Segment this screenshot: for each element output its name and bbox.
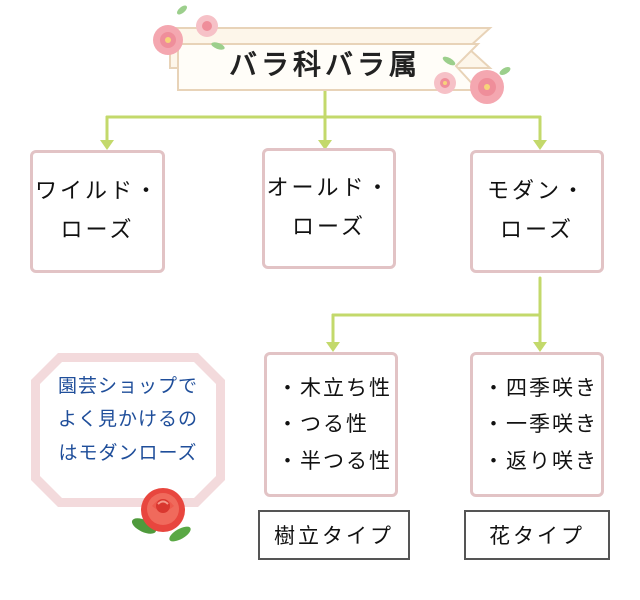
- node-wild-rose-line2: ローズ: [60, 217, 135, 243]
- node-old-rose: オールド・ ローズ: [262, 148, 396, 269]
- arrow-head-old: [318, 140, 332, 150]
- note-line: はモダンローズ: [58, 441, 198, 464]
- leaf-icon: [169, 526, 191, 542]
- node-modern-rose: モダン・ ローズ: [470, 150, 604, 273]
- node-modern-rose-line1: モダン・: [486, 179, 587, 204]
- trait-item: ・四季咲き: [483, 376, 598, 401]
- node-growth-traits: ・木立ち性 ・つる性 ・半つる性: [264, 352, 398, 497]
- node-old-rose-line2: ローズ: [292, 214, 366, 240]
- pink-flower-icon: [434, 56, 511, 104]
- trait-item: ・木立ち性: [277, 376, 392, 401]
- node-wild-rose: ワイルド・ ローズ: [30, 150, 165, 273]
- arrow-head-traits-right: [533, 342, 547, 352]
- leaf-icon: [131, 518, 157, 534]
- node-wild-rose-line1: ワイルド・: [34, 179, 160, 204]
- type-label-tree: 樹立タイプ: [258, 510, 410, 560]
- node-modern-rose-line2: ローズ: [500, 217, 574, 243]
- trait-item: ・一季咲き: [483, 412, 598, 437]
- arrow-head-modern: [533, 140, 547, 150]
- trait-item: ・返り咲き: [483, 448, 598, 473]
- type-label-flower: 花タイプ: [464, 510, 610, 560]
- diagram-title: バラ科バラ属: [228, 48, 421, 81]
- node-old-rose-line1: オールド・: [266, 176, 392, 201]
- arrow-head-traits-left: [326, 342, 340, 352]
- note-line: 園芸ショップで: [57, 375, 198, 397]
- red-rose-icon: [131, 488, 191, 542]
- title-banner: [169, 27, 493, 91]
- arrow-head-wild: [100, 140, 114, 150]
- pink-flower-icon: [153, 5, 225, 55]
- note-text: 園芸ショップで よく見かけるの はモダンローズ: [36, 370, 220, 470]
- node-bloom-traits: ・四季咲き ・一季咲き ・返り咲き: [470, 352, 604, 497]
- note-line: よく見かけるの: [57, 408, 198, 431]
- trait-item: ・つる性: [277, 412, 369, 437]
- note-octagon: [31, 353, 225, 507]
- trait-item: ・半つる性: [277, 448, 392, 473]
